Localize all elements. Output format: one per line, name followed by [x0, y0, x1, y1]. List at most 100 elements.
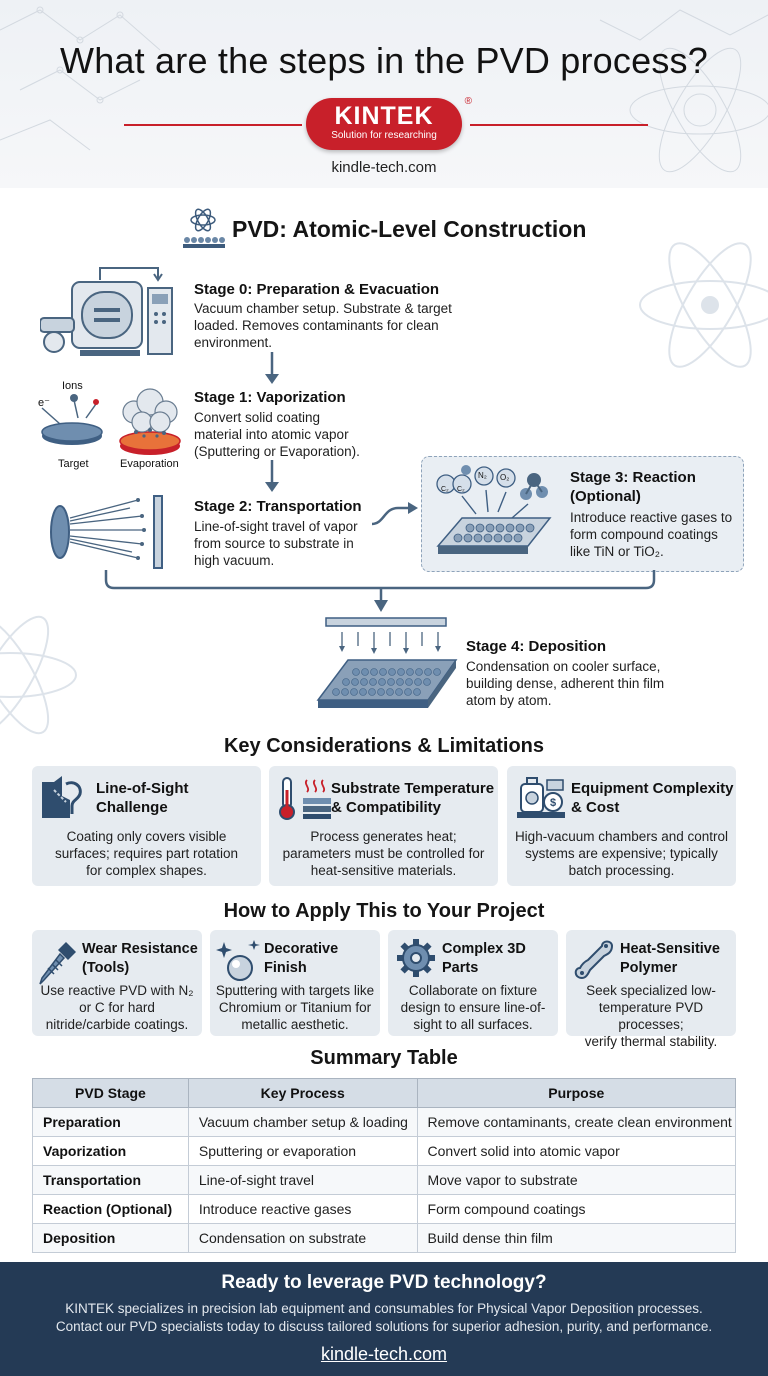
consideration-card-temperature: Substrate Temperature & Compatibility Pr…: [269, 766, 498, 886]
table-cell: Deposition: [32, 1223, 189, 1253]
card-title: Equipment Complexity & Cost: [571, 780, 734, 816]
card-title: Wear Resistance (Tools): [82, 941, 198, 976]
table-cell: Sputtering or evaporation: [187, 1136, 418, 1166]
card-title: Line-of-Sight Challenge: [96, 780, 189, 816]
card-title: Heat-Sensitive Polymer: [620, 941, 720, 976]
card-description: Seek specialized low- temperature PVD pr…: [584, 983, 718, 1049]
stage-1-title: Stage 1: Vaporization: [194, 389, 346, 406]
arrow-right-icon: [371, 502, 418, 526]
footer-cta: Ready to leverage PVD technology? KINTEK…: [0, 1262, 768, 1376]
apply-card-polymer: Heat-Sensitive Polymer Seek specialized …: [566, 930, 736, 1049]
card-description: Use reactive PVD with N₂ or C for hard n…: [40, 983, 194, 1032]
kintek-logo[interactable]: KINTEK Solution for researching ®: [306, 96, 472, 150]
stage-0-description: Vacuum chamber setup. Substrate & target…: [194, 301, 452, 350]
stage-3-description: Introduce reactive gases to form compoun…: [570, 510, 733, 559]
column-header: PVD Stage: [32, 1078, 189, 1108]
column-header: Key Process: [187, 1078, 418, 1108]
table-cell: Form compound coatings: [416, 1194, 737, 1224]
deposition-icon: [316, 617, 458, 708]
summary-title: Summary Table: [310, 1047, 458, 1069]
gas-label-o2: O₂: [500, 473, 510, 482]
footer-headline: Ready to leverage PVD technology?: [221, 1272, 547, 1293]
apply-card-complex-parts: Complex 3D Parts Collaborate on fixture …: [388, 930, 558, 1036]
table-cell: Introduce reactive gases: [187, 1194, 418, 1224]
table-cell: Move vapor to substrate: [416, 1165, 737, 1195]
line-of-sight-icon: [42, 776, 82, 818]
drill-bit-icon: [39, 942, 76, 985]
table-cell: Reaction (Optional): [32, 1194, 189, 1224]
gas-label-n2: N₂: [478, 471, 487, 480]
table-row: Deposition Condensation on substrate Bui…: [32, 1223, 737, 1253]
logo-registered-mark: ®: [464, 96, 472, 107]
logo-divider-right: [470, 124, 648, 126]
table-header-row: PVD Stage Key Process Purpose: [32, 1078, 737, 1108]
logo-tagline: Solution for researching: [331, 130, 437, 141]
logo-brand: KINTEK: [334, 102, 434, 130]
footer-website-link[interactable]: kindle-tech.com: [320, 1344, 448, 1364]
card-title: Complex 3D Parts: [442, 941, 526, 976]
reactive-gas-icon: [436, 465, 552, 554]
stage-4-title: Stage 4: Deposition: [466, 638, 607, 655]
transportation-icon: [50, 495, 163, 569]
gas-label-c2b: C₂: [457, 486, 465, 493]
table-row: Reaction (Optional) Introduce reactive g…: [32, 1194, 737, 1224]
table-cell: Condensation on substrate: [187, 1223, 418, 1253]
gas-label-c2: C₂: [441, 486, 449, 493]
table-cell: Vacuum chamber setup & loading: [187, 1107, 418, 1137]
table-row: Transportation Line-of-sight travel Move…: [32, 1165, 737, 1195]
header-website-link[interactable]: kindle-tech.com: [331, 159, 437, 176]
polymer-part-icon: [574, 940, 614, 980]
sparkle-sphere-icon: [216, 940, 260, 981]
apply-card-wear-resistance: Wear Resistance (Tools) Use reactive PVD…: [32, 930, 202, 1036]
card-title: Decorative Finish: [264, 941, 339, 976]
consideration-card-line-of-sight: Line-of-Sight Challenge Coating only cov…: [32, 766, 261, 886]
ions-label: Ions: [62, 380, 83, 392]
header: What are the steps in the PVD process? K…: [0, 0, 768, 188]
column-header: Purpose: [416, 1078, 737, 1108]
card-description: Sputtering with targets like Chromium or…: [215, 983, 375, 1032]
stage-2-description: Line-of-sight travel of vapor from sourc…: [194, 519, 358, 568]
atom-layer-icon: [183, 208, 225, 248]
apply-title: How to Apply This to Your Project: [223, 900, 545, 922]
thermometer-icon: [279, 777, 331, 820]
arrow-down-icon: [265, 460, 279, 492]
stage-4-description: Condensation on cooler surface, building…: [466, 659, 665, 708]
electron-label: e⁻: [38, 397, 50, 409]
considerations-title: Key Considerations & Limitations: [223, 735, 545, 757]
card-description: High-vacuum chambers and control systems…: [514, 829, 729, 878]
footer-text-line: KINTEK specializes in precision lab equi…: [65, 1301, 703, 1316]
table-cell: Convert solid into atomic vapor: [416, 1136, 737, 1166]
stage-0-title: Stage 0: Preparation & Evacuation: [194, 281, 440, 298]
atom-background-icon: [0, 6, 768, 173]
stage-3-title: Stage 3: Reaction (Optional): [570, 469, 696, 505]
target-label: Target: [58, 458, 89, 470]
svg-text:$: $: [550, 797, 556, 809]
card-description: Collaborate on fixture design to ensure …: [400, 983, 546, 1032]
apply-card-decorative: Decorative Finish Sputtering with target…: [210, 930, 380, 1036]
atom-decoration-left-icon: [0, 615, 77, 735]
logo-divider-left: [124, 124, 302, 126]
table-cell: Build dense thin film: [416, 1223, 737, 1253]
consideration-card-equipment: $ Equipment Complexity & Cost High-vacuu…: [507, 766, 736, 886]
equipment-cost-icon: $: [517, 777, 565, 818]
table-cell: Remove contaminants, create clean enviro…: [416, 1107, 737, 1137]
table-cell: Vaporization: [32, 1136, 189, 1166]
table-cell: Preparation: [32, 1107, 189, 1137]
footer-text-line: Contact our PVD specialists today to dis…: [55, 1319, 713, 1334]
table-row: Preparation Vacuum chamber setup & loadi…: [32, 1107, 737, 1137]
connector-bracket-icon: [104, 570, 656, 612]
atom-decoration-icon: [639, 242, 768, 368]
evaporation-label: Evaporation: [120, 458, 179, 470]
stage-1-description: Convert solid coating material into atom…: [194, 410, 360, 459]
process-section-title: PVD: Atomic-Level Construction: [232, 216, 587, 242]
summary-table: PVD Stage Key Process Purpose Preparatio…: [32, 1078, 737, 1253]
vacuum-chamber-icon: [40, 267, 173, 356]
card-description: Process generates heat; parameters must …: [282, 829, 485, 878]
gear-icon: [397, 939, 435, 977]
table-cell: Line-of-sight travel: [187, 1165, 418, 1195]
stage-2-title: Stage 2: Transportation: [194, 498, 362, 515]
table-row: Vaporization Sputtering or evaporation C…: [32, 1136, 737, 1166]
card-description: Coating only covers visible surfaces; re…: [54, 829, 239, 878]
arrow-down-icon: [265, 352, 279, 384]
page-title: What are the steps in the PVD process?: [60, 40, 708, 81]
